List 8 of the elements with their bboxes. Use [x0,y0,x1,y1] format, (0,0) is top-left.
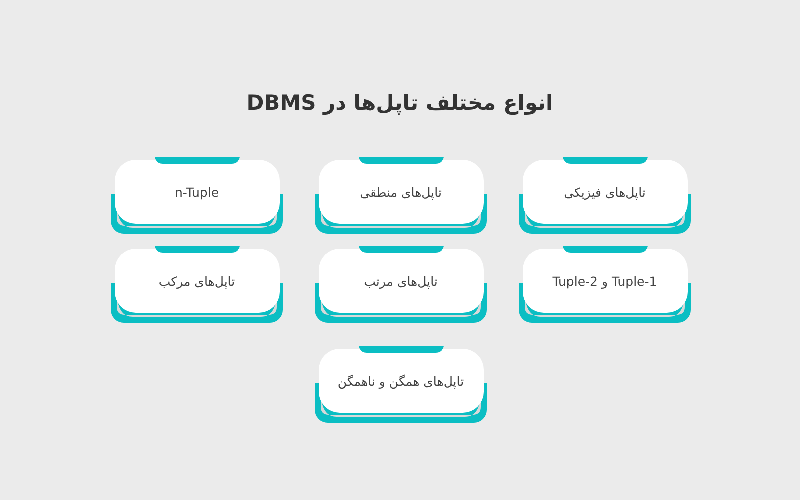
card-label: تاپل‌های منطقی [359,184,443,202]
card-label: تاپل‌های همگن و ناهمگن [336,373,466,391]
card-label: تاپل‌های مرکب [158,273,236,291]
card-label: Tuple-1 و Tuple-2 [552,273,658,291]
card-label: تاپل‌های فیزیکی [563,184,647,202]
diagram-title: انواع مختلف تاپل‌ها در DBMS [246,90,554,118]
card-label: n-Tuple [174,184,220,202]
card-label: تاپل‌های مرتب [363,273,439,291]
